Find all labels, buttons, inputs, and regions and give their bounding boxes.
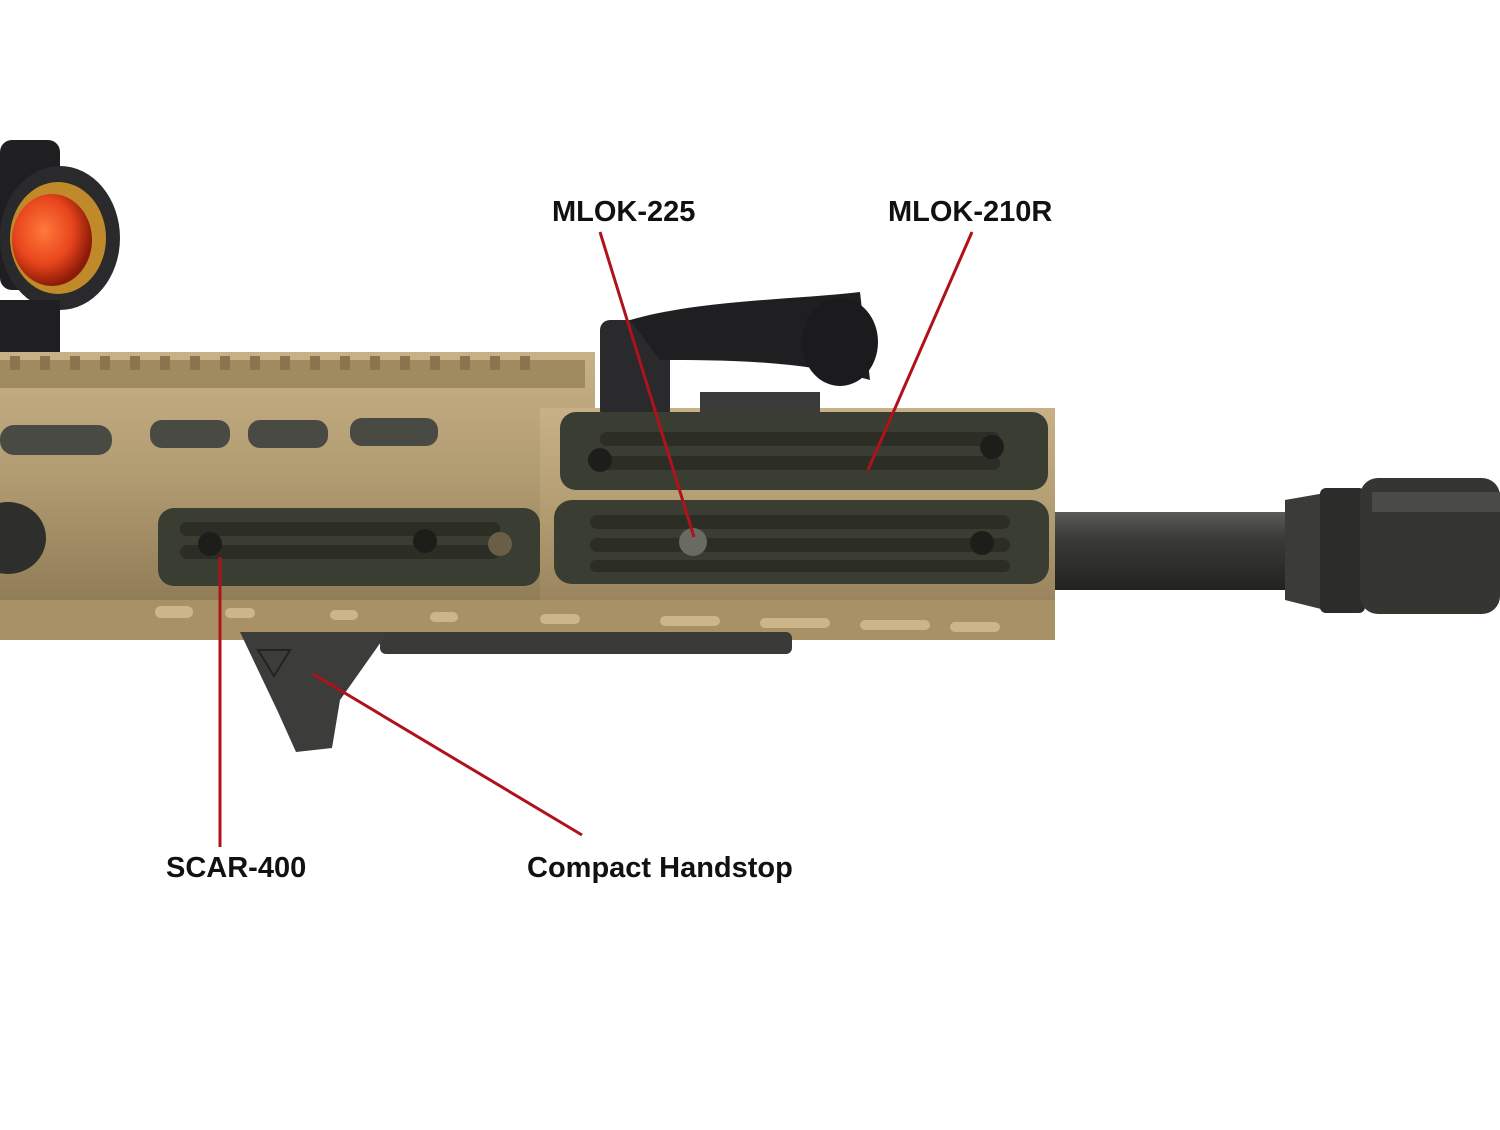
label-compact-handstop: Compact Handstop [527,852,793,884]
barrel [1040,478,1500,614]
leader-lines [218,231,974,847]
scar-panel [158,508,540,586]
label-scar-400: SCAR-400 [166,852,307,884]
compact-handstop [240,632,792,752]
leader-line-mlok-225 [598,231,696,538]
leader-line-compact-handstop [312,672,583,837]
mlok-panel-upper [560,412,1048,490]
label-mlok-225: MLOK-225 [552,196,696,228]
red-dot-optic [0,140,120,370]
leader-line-mlok-210r [866,231,974,471]
mlok-panel-lower [554,500,1049,584]
label-mlok-210r: MLOK-210R [888,196,1053,228]
